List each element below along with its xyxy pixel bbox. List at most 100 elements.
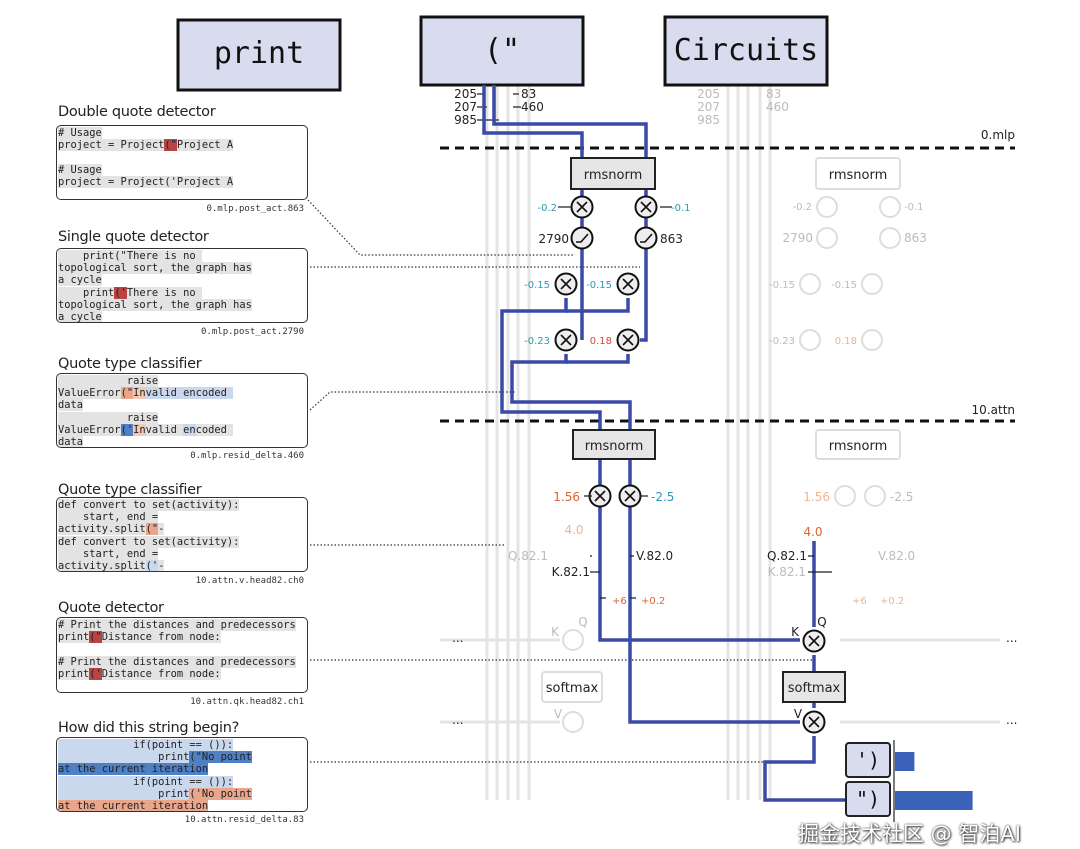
token-highlight: ('No point <box>189 787 252 800</box>
code-line: activity.split('- <box>58 559 307 571</box>
weight-label: -2.5 <box>651 490 674 504</box>
code-line: topological sort, the graph has <box>58 262 307 275</box>
layer-label-attn: 10.attn <box>972 403 1015 417</box>
probability-bar <box>895 791 973 810</box>
scale-label: 4.0 <box>564 523 583 537</box>
output-token: ') <box>845 742 915 778</box>
embed-label: 460 <box>766 100 789 114</box>
ellipsis: ... <box>452 713 463 727</box>
token-highlight: a cycle <box>58 310 102 323</box>
token-highlight: # Usage <box>58 163 102 176</box>
embed-label: 205 <box>697 87 720 101</box>
token-highlight: valid encoded <box>145 387 234 400</box>
code-line: start, end = <box>58 511 307 524</box>
output-logits: ') ") <box>845 740 973 822</box>
multiply-icon <box>616 272 640 296</box>
multiply-icon <box>616 328 640 352</box>
relu-neuron-icon <box>634 226 658 250</box>
output-token: ") <box>845 781 973 817</box>
bias-label: +6 <box>852 596 867 607</box>
panel-title: Quote type classifier <box>58 356 202 372</box>
token-highlight: valid <box>145 423 184 436</box>
panel-connectors <box>307 199 812 763</box>
embed-labels: 205 207 985 83 460 <box>454 87 544 127</box>
feature-caption: 0.mlp.post_act.863 <box>206 204 304 214</box>
code-line: project = Project('Project A <box>58 175 307 188</box>
code-line: print('Distance from node: <box>58 667 307 680</box>
probability-bar <box>895 752 915 771</box>
multiply-icon <box>634 195 658 219</box>
panel-title: How did this string begin? <box>58 720 240 736</box>
code-line: data <box>58 399 307 412</box>
weight-label: -0.23 <box>769 336 795 347</box>
weight-label: -0.15 <box>524 280 550 291</box>
token-highlight: There is no <box>126 286 202 299</box>
code-line: topological sort, the graph has <box>58 298 307 311</box>
code-line: print('No point <box>58 787 307 800</box>
token-highlight: start, end = <box>58 547 159 560</box>
layer-label-mlp: 0.mlp <box>981 128 1015 142</box>
token-highlight: print <box>58 286 115 299</box>
token-highlight: (" <box>120 387 134 400</box>
embed-labels-inactive: 205 207 985 83 460 <box>697 87 789 127</box>
token-highlight: coded <box>195 423 234 436</box>
embed-label: 83 <box>766 87 781 101</box>
softmax-label: softmax <box>788 681 841 696</box>
embed-label: 83 <box>521 87 536 101</box>
rmsnorm-inactive-label: rmsnorm <box>829 168 888 183</box>
code-line: data <box>58 435 307 447</box>
q-label: Q <box>817 615 826 629</box>
code-line: print("No point <box>58 751 307 764</box>
token-highlight: print <box>58 751 190 764</box>
neuron-label: 863 <box>904 231 927 245</box>
output-token-label: ') <box>856 748 880 772</box>
weight-label: -2.5 <box>890 490 913 504</box>
token-label: print <box>214 36 304 71</box>
code-line: # Usage <box>58 163 307 176</box>
code-line: def convert to set(activity): <box>58 535 307 548</box>
code-line <box>58 151 307 163</box>
feature-example-box: print("There is no topological sort, the… <box>56 248 308 323</box>
token-highlight: def convert to set(activity): <box>58 535 240 548</box>
token-highlight: start, end = <box>58 511 159 524</box>
code-line: ValueError('Invalid encoded <box>58 423 307 436</box>
token-highlight: print("There is no <box>58 250 202 262</box>
embed-label: 985 <box>454 113 477 127</box>
token-highlight: # Usage <box>58 127 102 139</box>
channel-label: Q.82.1 <box>508 549 548 563</box>
code-line: activity.split("- <box>58 523 307 536</box>
code-line: def convert to set(activity): <box>58 499 307 511</box>
token-circuits: Circuits <box>663 15 829 87</box>
token-highlight: print <box>58 667 90 680</box>
inactive-residual-wires <box>440 85 1000 800</box>
code-line <box>58 643 307 655</box>
code-line: # Usage <box>58 127 307 139</box>
token-highlight: (' <box>89 667 102 680</box>
embed-label: 207 <box>697 100 720 114</box>
token-highlight: In <box>133 423 146 436</box>
rmsnorm-label: rmsnorm <box>585 439 644 454</box>
qk-multiply-icon <box>802 629 826 653</box>
output-token-label: ") <box>856 787 880 811</box>
code-line: raise <box>58 375 307 387</box>
code-line: # Print the distances and predecessors <box>58 655 307 668</box>
token-highlight: at the current iteration <box>58 799 209 812</box>
multiply-nodes <box>554 195 826 734</box>
token-label: Circuits <box>674 33 819 68</box>
v-label: V <box>554 707 563 721</box>
multiply-icon <box>554 328 578 352</box>
code-line: if(point == ()): <box>58 739 307 751</box>
channel-label: K.82.1 <box>768 565 806 579</box>
panel-title: Quote type classifier <box>58 482 202 498</box>
token-highlight: a cycle <box>58 274 102 287</box>
token-highlight: (" <box>145 523 159 536</box>
token-print: print <box>176 18 342 92</box>
weight-label: -0.1 <box>904 202 924 213</box>
softmax-inactive-label: softmax <box>546 681 599 696</box>
token-label: (" <box>484 33 520 68</box>
token-highlight: project = Project <box>58 139 165 152</box>
token-highlight: topological sort, the graph has <box>58 262 252 275</box>
rmsnorm-label: rmsnorm <box>584 168 643 183</box>
